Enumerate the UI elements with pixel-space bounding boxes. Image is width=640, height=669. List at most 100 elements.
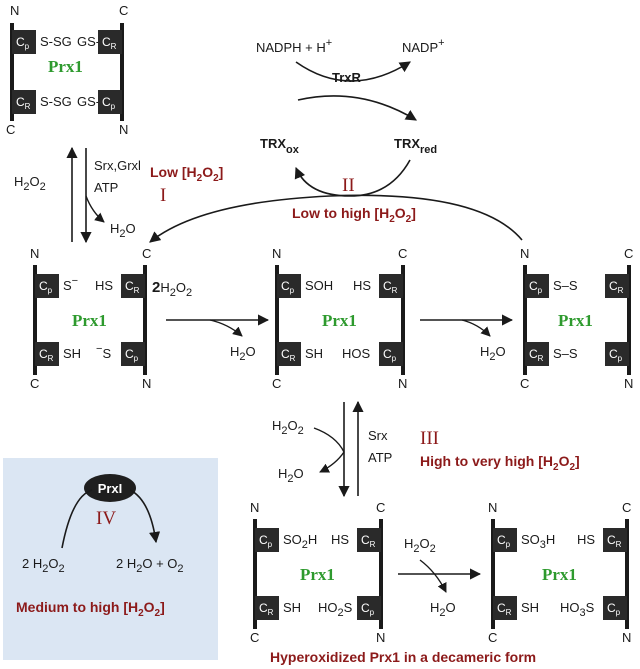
svg-text:N: N: [624, 376, 633, 391]
svg-text:C: C: [624, 246, 633, 261]
svg-text:Cp: Cp: [281, 279, 295, 295]
srx-grxl-label: Srx,Grxl: [94, 158, 141, 173]
svg-text:SO2H: SO2H: [283, 532, 317, 551]
svg-text:CR: CR: [125, 279, 140, 295]
svg-text:Cp: Cp: [529, 279, 543, 295]
svg-text:N: N: [119, 122, 128, 137]
roman-i-label: I: [160, 185, 166, 206]
h2o2-label: H2O2: [14, 174, 46, 193]
hyperoxidized-caption: Hyperoxidized Prx1 in a decameric form: [270, 649, 536, 665]
svg-text:S–S: S–S: [553, 346, 578, 361]
svg-text:H2O: H2O: [480, 344, 506, 363]
svg-text:C: C: [272, 376, 281, 391]
svg-text:H2O: H2O: [430, 600, 456, 619]
svg-text:H2O: H2O: [230, 344, 256, 363]
svg-text:C: C: [142, 246, 151, 261]
svg-text:SO3H: SO3H: [521, 532, 555, 551]
svg-text:Cp: Cp: [383, 347, 397, 363]
svg-text:C: C: [250, 630, 259, 645]
prxi-enzyme-ellipse: [84, 474, 136, 502]
prx1-label: Prx1: [48, 57, 83, 76]
svg-text:HOS: HOS: [342, 346, 371, 361]
svg-text:CR: CR: [102, 35, 117, 51]
atp-label: ATP: [94, 180, 118, 195]
roman-ii-label: II: [342, 175, 355, 196]
svg-text:HO2S: HO2S: [318, 600, 353, 619]
svg-text:N: N: [520, 246, 529, 261]
svg-text:CR: CR: [16, 95, 31, 111]
2h2o2-label: 2H2O2: [152, 279, 192, 299]
s-sg-label: S-SG: [40, 34, 72, 49]
trx-cycle: NADPH + H+ NADP+ TrxR TRXox TRXred II Lo…: [149, 37, 523, 243]
svg-text:CR: CR: [281, 347, 296, 363]
prx1-disulfide-complex: N C Cp S–S CR Prx1 CR S–S Cp C N: [520, 246, 633, 391]
svg-text:C: C: [30, 376, 39, 391]
svg-text:HS: HS: [95, 278, 113, 293]
trx-ox-label: TRXox: [260, 136, 300, 156]
svg-text:Cp: Cp: [497, 533, 511, 549]
svg-text:CR: CR: [607, 533, 622, 549]
svg-text:N: N: [488, 500, 497, 515]
svg-text:Prx1: Prx1: [558, 311, 593, 330]
svg-text:S-SG: S-SG: [40, 94, 72, 109]
svg-text:Srx: Srx: [368, 428, 388, 443]
svg-text:CR: CR: [39, 347, 54, 363]
svg-text:C: C: [376, 500, 385, 515]
svg-text:Prx1: Prx1: [322, 311, 357, 330]
high-to-very-high-condition: High to very high [H2O2]: [420, 453, 580, 473]
step-oxidation: 2H2O2 H2O: [152, 279, 270, 363]
svg-text:Prx1: Prx1: [300, 565, 335, 584]
svg-text:N: N: [30, 246, 39, 261]
svg-text:Cp: Cp: [16, 35, 30, 51]
svg-text:CR: CR: [497, 601, 512, 617]
svg-text:C: C: [488, 630, 497, 645]
svg-text:SH: SH: [63, 346, 81, 361]
low-h2o2-condition: Low [H2O2]: [150, 164, 223, 184]
svg-text:C: C: [398, 246, 407, 261]
svg-text:HS: HS: [353, 278, 371, 293]
svg-text:HO3S: HO3S: [560, 600, 595, 619]
h2o-label: H2O: [110, 221, 136, 240]
roman-iii-label: III: [420, 428, 439, 449]
pathway-i: H2O2 Srx,Grxl ATP H2O Low [H2O2] I: [14, 146, 223, 244]
svg-text:H2O: H2O: [278, 466, 304, 485]
svg-text:SOH: SOH: [305, 278, 333, 293]
prx1-sulfonic-complex: N C Cp SO3H HS CR Prx1 CR SH HO3S Cp C N: [488, 500, 631, 645]
roman-iv-label: IV: [96, 508, 116, 529]
low-to-high-condition: Low to high [H2O2]: [292, 205, 416, 225]
prx1-reduced-complex: N C Cp S− HS CR Prx1 CR SH −S Cp C N: [30, 246, 151, 391]
svg-text:N: N: [142, 376, 151, 391]
n-terminus-label: N: [10, 3, 19, 18]
cp-label: C: [16, 35, 25, 49]
svg-text:CR: CR: [383, 279, 398, 295]
svg-text:N: N: [398, 376, 407, 391]
svg-text:HS: HS: [331, 532, 349, 547]
svg-text:C: C: [520, 376, 529, 391]
svg-text:C: C: [622, 500, 631, 515]
svg-text:ATP: ATP: [368, 450, 392, 465]
nadph-label: NADPH + H+: [256, 37, 332, 55]
svg-text:CR: CR: [609, 279, 624, 295]
svg-text:Prx1: Prx1: [72, 311, 107, 330]
svg-text:C: C: [6, 122, 15, 137]
thiolate-label: S−: [63, 275, 78, 293]
pathway-iv: PrxI IV 2 H2O2 2 H2O + O2 Medium to high…: [16, 474, 184, 619]
trx-red-label: TRXred: [394, 136, 437, 156]
svg-text:N: N: [250, 500, 259, 515]
svg-text:SH: SH: [305, 346, 323, 361]
step-overoxidation: H2O2 H2O: [398, 536, 482, 619]
svg-text:H2O2: H2O2: [404, 536, 436, 555]
prx1-sulfenic-complex: N C Cp SOH HS CR Prx1 CR SH HOS Cp C N: [272, 246, 407, 391]
svg-text:−S: −S: [96, 343, 111, 361]
svg-text:Cp: Cp: [259, 533, 273, 549]
svg-text:N: N: [376, 630, 385, 645]
svg-text:Prx1: Prx1: [542, 565, 577, 584]
svg-text:S–S: S–S: [553, 278, 578, 293]
trxr-label: TrxR: [332, 70, 362, 85]
cr-label: C: [102, 35, 111, 49]
svg-text:N: N: [622, 630, 631, 645]
svg-text:CR: CR: [259, 601, 274, 617]
svg-text:H2O2: H2O2: [272, 418, 304, 437]
medium-to-high-condition: Medium to high [H2O2]: [16, 599, 165, 619]
